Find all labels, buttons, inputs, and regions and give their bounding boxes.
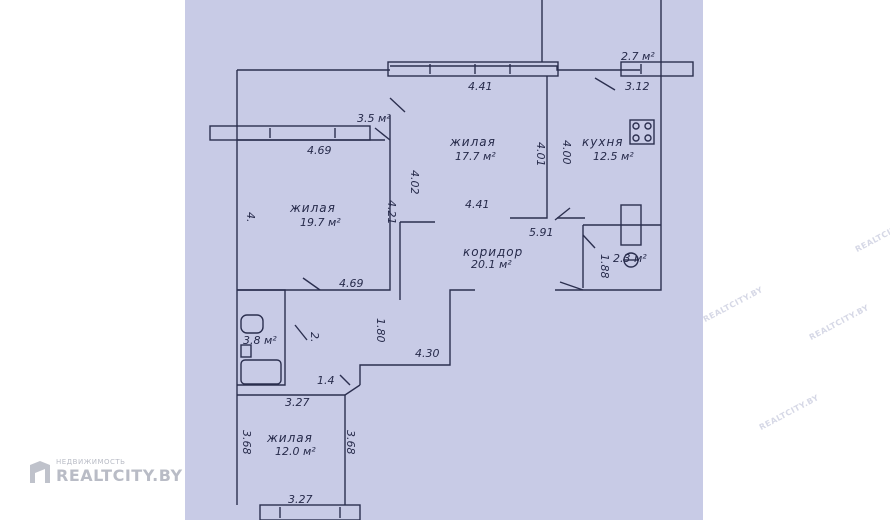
dim-kitchen-side-b: 4.00 [560,140,573,165]
dim-bath-side: 2. [308,332,321,343]
watermark-small-text: НЕДВИЖИМОСТЬ [56,458,126,466]
watermark-big-text: REALTCITY.BY [56,466,183,485]
diagonal-watermark: REALTCITY.BY [853,214,890,255]
walls [209,0,694,520]
dim-living3-right: 3.68 [344,430,357,455]
dim-left-living-top: 4.69 [307,144,332,157]
room-name-living2: жилая [289,201,336,215]
room-area-living2: 19.7 м² [300,216,341,229]
realtcity-watermark: НЕДВИЖИМОСТЬ REALTCITY.BY [28,458,183,485]
diagonal-watermark: REALTCITY.BY [807,302,871,343]
dim-living2-side: 4. [244,212,257,223]
dim-living1-side: 4.02 [408,170,421,195]
room-name-living3: жилая [266,431,313,445]
dim-living3-bottom: 3.27 [288,493,313,506]
dim-bath-bottom: 3.27 [285,396,310,409]
room-area-balcony2: 2.7 м² [621,50,655,63]
floor-plan-sheet: жилая 17.7 м² кухня 12.5 м² жилая 19.7 м… [185,0,703,520]
dim-living2-bottom: 4.69 [339,277,364,290]
dim-wc-small: 1.4 [317,374,335,387]
diagonal-watermark: REALTCITY.BY [701,284,765,325]
dim-living3-left: 3.68 [240,430,253,455]
room-name-kitchen: кухня [582,135,624,149]
floor-plan-drawing: жилая 17.7 м² кухня 12.5 м² жилая 19.7 м… [209,0,694,520]
room-area-wc: 2.3 м² [613,252,647,265]
room-area-living1: 17.7 м² [455,150,496,163]
room-name-living1: жилая [449,135,496,149]
dim-wc-side: 1.88 [598,254,611,279]
dim-top-kitchen: 3.12 [625,80,650,93]
dim-living1-side-b: 4.21 [385,200,398,225]
room-area-living3: 12.0 м² [275,445,316,458]
room-area-kitchen: 12.5 м² [593,150,634,163]
room-area-bath: 3.8 м² [243,334,277,347]
dim-top-living: 4.41 [468,80,493,93]
dim-kitchen-side-a: 4.01 [534,142,547,167]
house-logo-icon [30,460,50,483]
room-area-balcony1: 3.5 м² [357,112,391,125]
room-area-corridor: 20.1 м² [471,258,512,271]
diagonal-watermark: REALTCITY.BY [757,392,821,433]
dim-corridor-right: 5.91 [529,226,554,239]
dim-corridor-side: 1.80 [374,318,387,343]
dim-corridor-bottom: 4.30 [415,347,440,360]
room-name-corridor: коридор [463,245,523,259]
dim-mid-corridor: 4.41 [465,198,490,211]
